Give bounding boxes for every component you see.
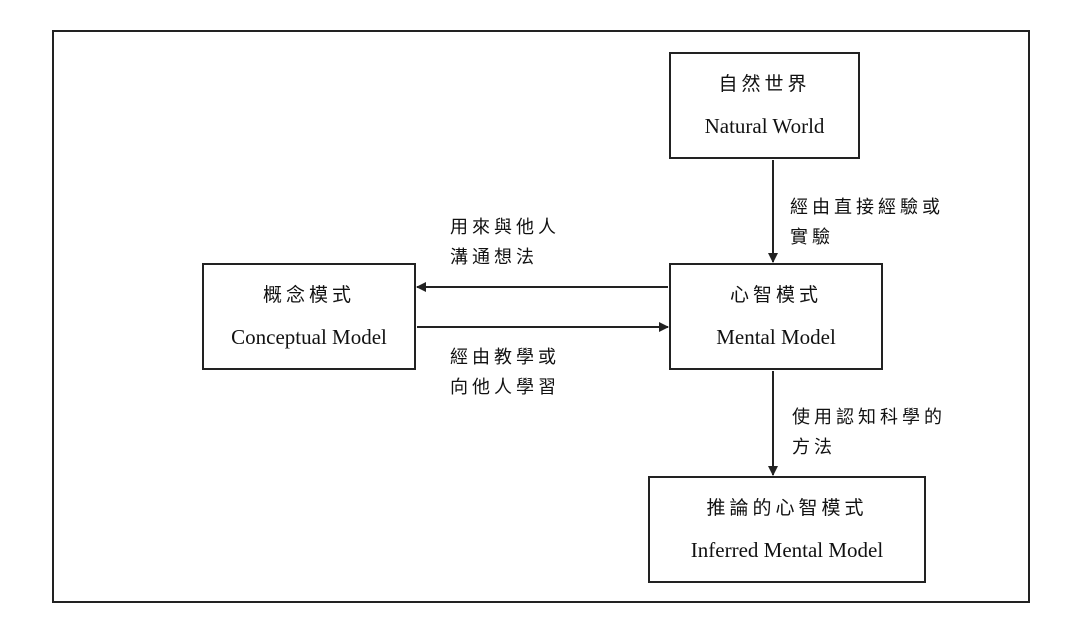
node-natural-world-en: Natural World — [704, 113, 825, 138]
edge-label-line: 經由直接經驗或 — [790, 197, 944, 217]
node-inferred-mental-model-zh: 推論的心智模式 — [706, 497, 868, 519]
edge-label-line: 實驗 — [790, 227, 834, 247]
node-natural-world: 自然世界 Natural World — [669, 52, 860, 159]
node-natural-world-zh: 自然世界 — [718, 73, 811, 95]
edge-label-natural-to-mental: 經由直接經驗或 實驗 — [790, 192, 944, 252]
edge-label-line: 用來與他人 — [450, 217, 560, 237]
edge-label-mental-to-conceptual: 用來與他人 溝通想法 — [450, 212, 560, 272]
node-mental-model-en: Mental Model — [716, 324, 836, 349]
edge-label-mental-to-inferred: 使用認知科學的 方法 — [792, 402, 946, 462]
edge-label-line: 使用認知科學的 — [792, 407, 946, 427]
node-mental-model: 心智模式 Mental Model — [669, 263, 883, 370]
edge-label-line: 向他人學習 — [450, 377, 560, 397]
edge-label-line: 溝通想法 — [450, 247, 538, 267]
diagram-frame — [52, 30, 1030, 603]
node-inferred-mental-model: 推論的心智模式 Inferred Mental Model — [648, 476, 926, 583]
node-mental-model-zh: 心智模式 — [729, 284, 822, 306]
edge-label-conceptual-to-mental: 經由教學或 向他人學習 — [450, 342, 560, 402]
node-inferred-mental-model-en: Inferred Mental Model — [690, 537, 884, 562]
edge-label-line: 經由教學或 — [450, 347, 560, 367]
node-conceptual-model-en: Conceptual Model — [231, 324, 387, 349]
node-conceptual-model-zh: 概念模式 — [262, 284, 355, 306]
edge-label-line: 方法 — [792, 437, 836, 457]
node-conceptual-model: 概念模式 Conceptual Model — [202, 263, 416, 370]
